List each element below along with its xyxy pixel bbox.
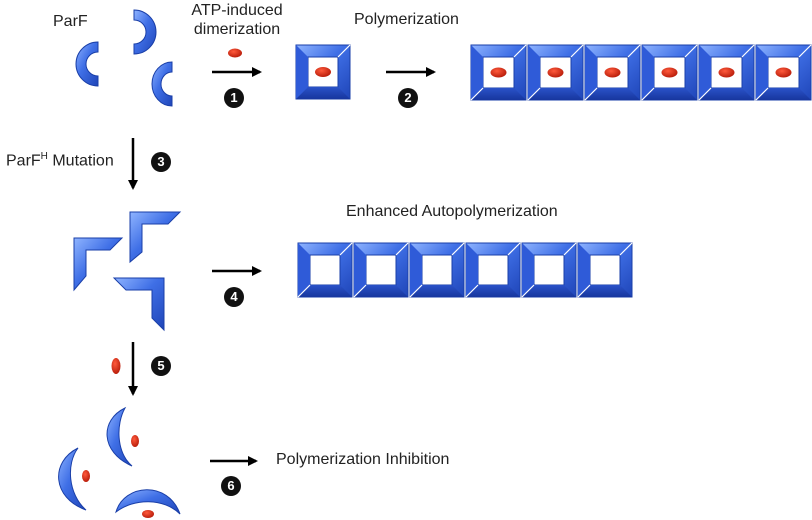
atp-molecule-bound [775,67,792,78]
step-badge-5: 5 [151,356,171,376]
atp-molecule-bound [718,67,735,78]
label-parfh-mutation: ParFH Mutation [6,151,114,170]
atp-molecule-bound [490,67,507,78]
mutant-polymer-unit [409,242,465,298]
atp-molecule [228,48,242,58]
parf-monomer-top [133,9,157,55]
mutant-polymer-unit [353,242,409,298]
mutant-polymer-unit [465,242,521,298]
parfh-monomer-left [73,237,124,292]
step-badge-4: 4 [224,287,244,307]
parf-monomer-right [151,61,173,107]
mutant-polymer-unit [577,242,633,298]
atp-polymer-unit [698,44,755,101]
label-parfh-sup: H [40,151,48,162]
label-polymerization: Polymerization [354,11,459,28]
label-parfh-base: ParF [6,152,41,170]
atp-molecule-mutant [111,358,121,374]
mutant-polymer-unit [297,242,353,298]
parf-monomer-left [75,41,99,87]
label-polymerization-inhibition: Polymerization Inhibition [276,451,450,468]
parfh-monomer-top [129,211,182,264]
step-badge-2: 2 [398,88,418,108]
label-parf: ParF [53,13,88,30]
crescent-monomer-bottom [115,489,181,518]
step-badge-3: 3 [151,152,171,172]
atp-bound-dimer [295,44,351,100]
step-badge-1: 1 [224,88,244,108]
crescent-monomer-left [58,447,90,511]
atp-molecule-bound [547,67,564,78]
label-parfh-rest: Mutation [47,152,114,170]
atp-molecule-bound [604,67,621,78]
atp-polymer-unit [584,44,641,101]
label-atp-line2: dimerization [193,21,281,38]
atp-polymer-chain [470,44,812,101]
atp-polymer-unit [527,44,584,101]
atp-molecule-bound [661,67,678,78]
step-badge-6: 6 [221,476,241,496]
label-enhanced-autopolymerization: Enhanced Autopolymerization [346,203,558,220]
atp-polymer-unit [470,44,527,101]
atp-polymer-unit [755,44,812,101]
label-atp-dimerization: ATP-induced dimerization [184,1,290,39]
mutant-polymer-chain [297,242,633,298]
parfh-monomer-bottom [112,277,165,332]
crescent-monomer-top [106,406,139,467]
mutant-polymer-unit [521,242,577,298]
label-atp-line1: ATP-induced [191,2,283,19]
atp-polymer-unit [641,44,698,101]
